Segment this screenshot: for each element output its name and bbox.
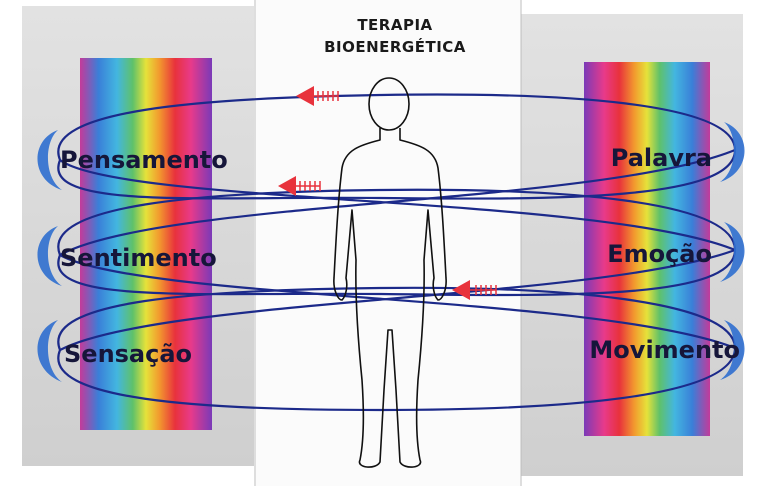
- loop-cross-3: [59, 254, 736, 350]
- cap-left-middle: [37, 226, 62, 286]
- loop-cross-1: [59, 159, 736, 252]
- arrow-tail-middle: [296, 181, 321, 191]
- cap-left-top: [37, 130, 62, 190]
- cap-right-middle: [720, 222, 745, 282]
- title-line-1: TERAPIA: [357, 16, 432, 34]
- arrow-group-middle: [278, 176, 321, 196]
- cap-right-top: [720, 122, 745, 182]
- cap-right-bottom: [720, 320, 745, 380]
- word-pensamento: Pensamento: [60, 146, 228, 174]
- human-figure-icon: [333, 77, 447, 468]
- center-panel: [256, 0, 520, 486]
- word-emocao: Emoção: [607, 240, 712, 268]
- right-spectrum-bar: [584, 62, 710, 436]
- title-line-2: BIOENERGÉTICA: [324, 37, 466, 56]
- arrow-left-icon: [452, 280, 470, 300]
- word-movimento: Movimento: [589, 336, 740, 364]
- arrow-tail-top: [314, 91, 339, 101]
- arrow-group-bottom: [452, 280, 497, 300]
- loop-cross-4: [59, 248, 736, 351]
- arrow-group-top: [296, 86, 339, 106]
- arrow-left-icon: [296, 86, 314, 106]
- cap-left-bottom: [37, 320, 62, 382]
- arrow-tail-bottom: [470, 285, 497, 295]
- loop-caps: [37, 122, 745, 382]
- arrow-left-icon: [278, 176, 296, 196]
- loop-cross-2: [59, 148, 736, 256]
- word-sentimento: Sentimento: [60, 244, 217, 272]
- word-sensacao: Sensação: [64, 340, 192, 368]
- word-palavra: Palavra: [611, 144, 712, 172]
